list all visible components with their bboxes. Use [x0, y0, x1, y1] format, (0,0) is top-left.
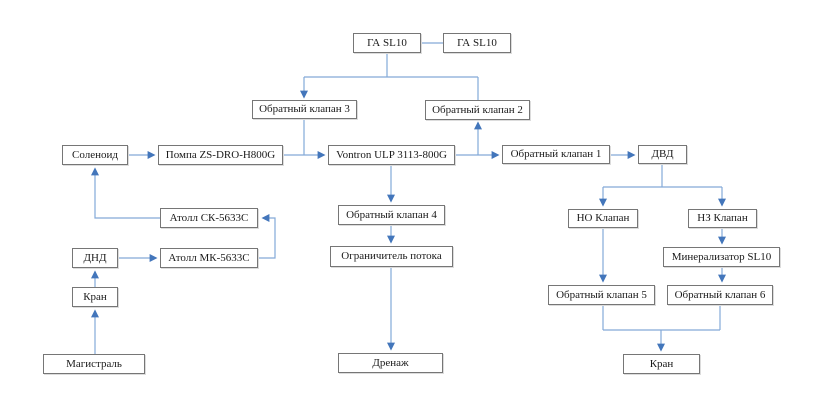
node-obratny-klapan-2: Обратный клапан 2: [425, 100, 530, 120]
edges-group: [91, 42, 726, 354]
node-nz-klapan: НЗ Клапан: [688, 209, 757, 228]
node-ga-sl10-1: ГА SL10: [353, 33, 421, 53]
node-vontron: Vontron ULP 3113-800G: [328, 145, 455, 165]
node-drenazh: Дренаж: [338, 353, 443, 373]
node-kran-left: Кран: [72, 287, 118, 307]
node-mineralizator: Минерализатор SL10: [663, 247, 780, 267]
node-pompa: Помпа ZS-DRO-H800G: [158, 145, 283, 165]
node-dnd: ДНД: [72, 248, 118, 268]
node-atoll-sk: Атолл СК-5633С: [160, 208, 258, 228]
node-obratny-klapan-4: Обратный клапан 4: [338, 205, 445, 225]
node-obratny-klapan-3: Обратный клапан 3: [252, 100, 357, 119]
edge-sk-solenoid: [91, 167, 160, 219]
node-ga-sl10-2: ГА SL10: [443, 33, 511, 53]
node-obratny-klapan-1: Обратный клапан 1: [502, 145, 610, 164]
node-obratny-klapan-6: Обратный клапан 6: [667, 285, 773, 305]
node-no-klapan: НО Клапан: [568, 209, 638, 228]
node-dvd: ДВД: [638, 145, 687, 164]
edge-mk-sk: [258, 214, 276, 259]
node-solenoid: Соленоид: [62, 145, 128, 165]
node-obratny-klapan-5: Обратный клапан 5: [548, 285, 655, 305]
node-atoll-mk: Атолл МК-5633С: [160, 248, 258, 268]
node-kran-right: Кран: [623, 354, 700, 374]
node-magistral: Магистраль: [43, 354, 145, 374]
node-ogranichitel-potoka: Ограничитель потока: [330, 246, 453, 267]
